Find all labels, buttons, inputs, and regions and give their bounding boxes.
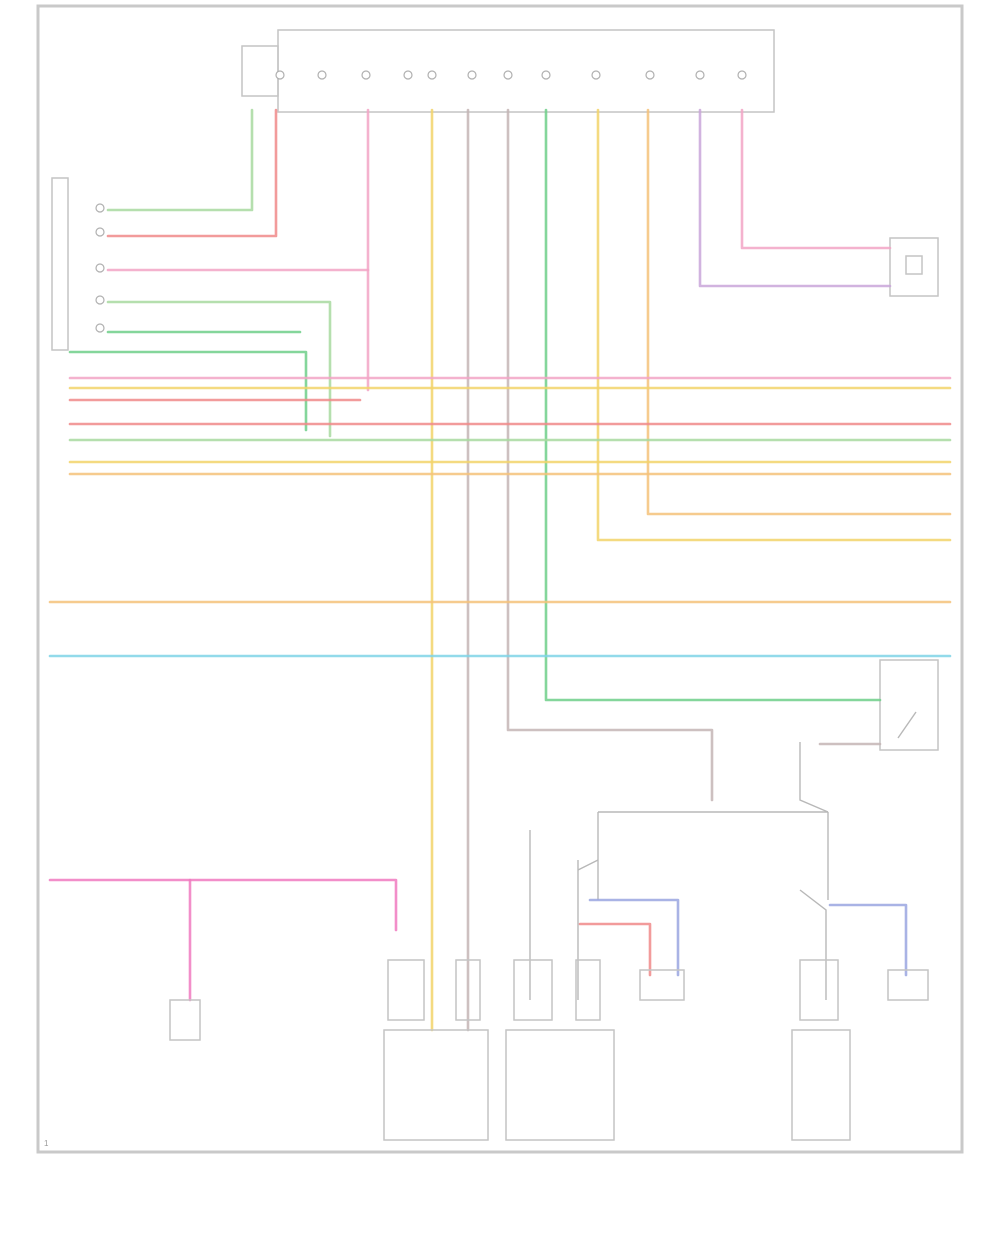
connector-pin bbox=[95, 227, 105, 237]
page-number: 1 bbox=[44, 1139, 49, 1148]
connector-pin bbox=[95, 203, 105, 213]
connector-pin bbox=[361, 70, 371, 80]
branch-link bbox=[577, 859, 599, 871]
sensor-left bbox=[169, 999, 201, 1041]
horizontal-bus-wires bbox=[48, 376, 952, 746]
connector-pin bbox=[541, 70, 551, 80]
connector-pin bbox=[95, 263, 105, 273]
connector-pin bbox=[695, 70, 705, 80]
connector-pin bbox=[737, 70, 747, 80]
right-switch-connector bbox=[879, 659, 939, 751]
diagram-frame bbox=[36, 4, 964, 1154]
connector-pin bbox=[95, 323, 105, 333]
bottom-left-feed bbox=[48, 878, 398, 1002]
module-side-tab bbox=[241, 45, 279, 97]
component-box-1 bbox=[383, 1029, 489, 1141]
left-wires bbox=[68, 268, 370, 438]
connector-pin bbox=[275, 70, 285, 80]
component-connector-1 bbox=[387, 959, 425, 1021]
right-connector-slot bbox=[905, 255, 923, 275]
component-connector-4 bbox=[575, 959, 601, 1021]
component-connector-5 bbox=[799, 959, 839, 1021]
wire-gray-ground bbox=[506, 108, 714, 802]
wire-blue-lamp bbox=[588, 898, 680, 977]
wire-lightgreen-left bbox=[106, 300, 332, 438]
connector-pin bbox=[95, 295, 105, 305]
switch-box bbox=[879, 659, 939, 751]
top-control-module bbox=[241, 29, 775, 113]
wire-yellow-right bbox=[596, 108, 952, 542]
switch-contact bbox=[897, 711, 917, 739]
component-box-2 bbox=[505, 1029, 615, 1141]
bottom-components bbox=[169, 959, 929, 1141]
left-connector-block bbox=[51, 177, 105, 351]
connector-pin bbox=[317, 70, 327, 80]
lamp-2 bbox=[887, 969, 929, 1001]
component-box-3 bbox=[791, 1029, 851, 1141]
module-connector-pins bbox=[275, 70, 747, 80]
wire-green-left bbox=[106, 108, 254, 212]
wire-purple-right bbox=[698, 108, 892, 288]
branch-wire bbox=[799, 889, 827, 1000]
bottom-branch-wires bbox=[529, 742, 908, 1000]
lamp-1 bbox=[639, 969, 685, 1001]
wire-pink-right bbox=[740, 108, 892, 250]
left-connector-body bbox=[51, 177, 69, 351]
wire-green-loop bbox=[68, 350, 308, 432]
wire-red-left bbox=[106, 108, 278, 238]
connector-pin bbox=[427, 70, 437, 80]
component-connector-2 bbox=[455, 959, 481, 1021]
connector-pin bbox=[591, 70, 601, 80]
wire-orange-right bbox=[646, 108, 952, 516]
wire-magenta-feed bbox=[48, 878, 398, 932]
connector-pin bbox=[467, 70, 477, 80]
connector-pin bbox=[645, 70, 655, 80]
ground-link bbox=[799, 742, 829, 813]
component-connector-3 bbox=[513, 959, 553, 1021]
connector-pin bbox=[403, 70, 413, 80]
right-top-connector bbox=[889, 237, 939, 297]
wire-green-switch bbox=[544, 108, 882, 702]
connector-pin bbox=[503, 70, 513, 80]
wire-red-lamp bbox=[578, 922, 652, 977]
right-connector-box bbox=[889, 237, 939, 297]
wire-blue-lamp-2 bbox=[828, 903, 908, 977]
vertical-wires bbox=[106, 108, 952, 1032]
